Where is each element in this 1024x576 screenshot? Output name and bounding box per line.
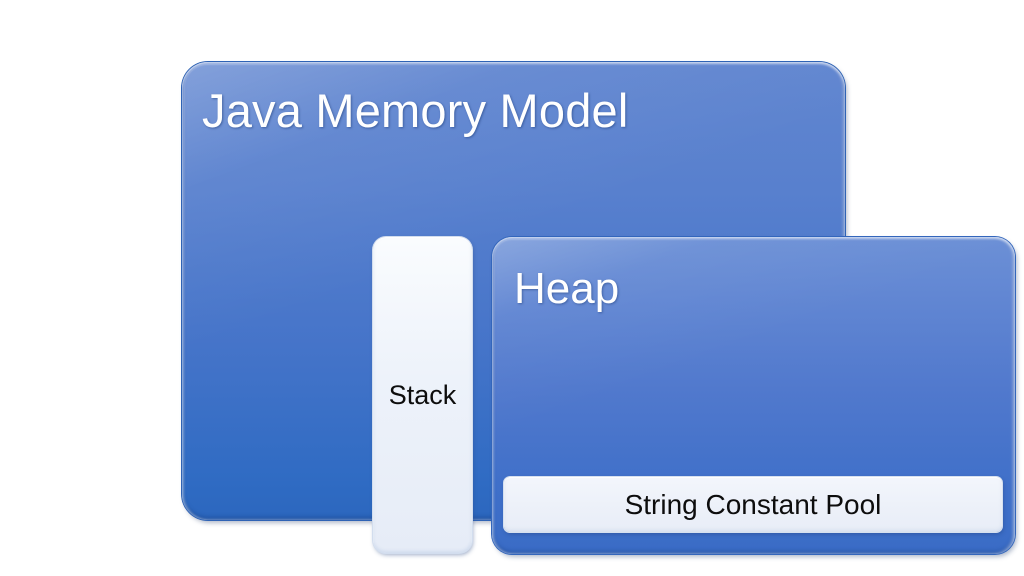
- stack-label: Stack: [388, 379, 457, 410]
- java-memory-model-container[interactable]: Java Memory Model Stack Heap String Cons…: [182, 62, 1015, 554]
- heap-region[interactable]: Heap String Constant Pool: [492, 237, 1015, 554]
- string-constant-pool-label: String Constant Pool: [624, 488, 882, 520]
- heap-label: Heap: [514, 264, 620, 313]
- java-memory-model-title: Java Memory Model: [202, 84, 629, 137]
- stack-region[interactable]: Stack: [373, 237, 472, 553]
- string-constant-pool-region[interactable]: String Constant Pool: [504, 477, 1002, 532]
